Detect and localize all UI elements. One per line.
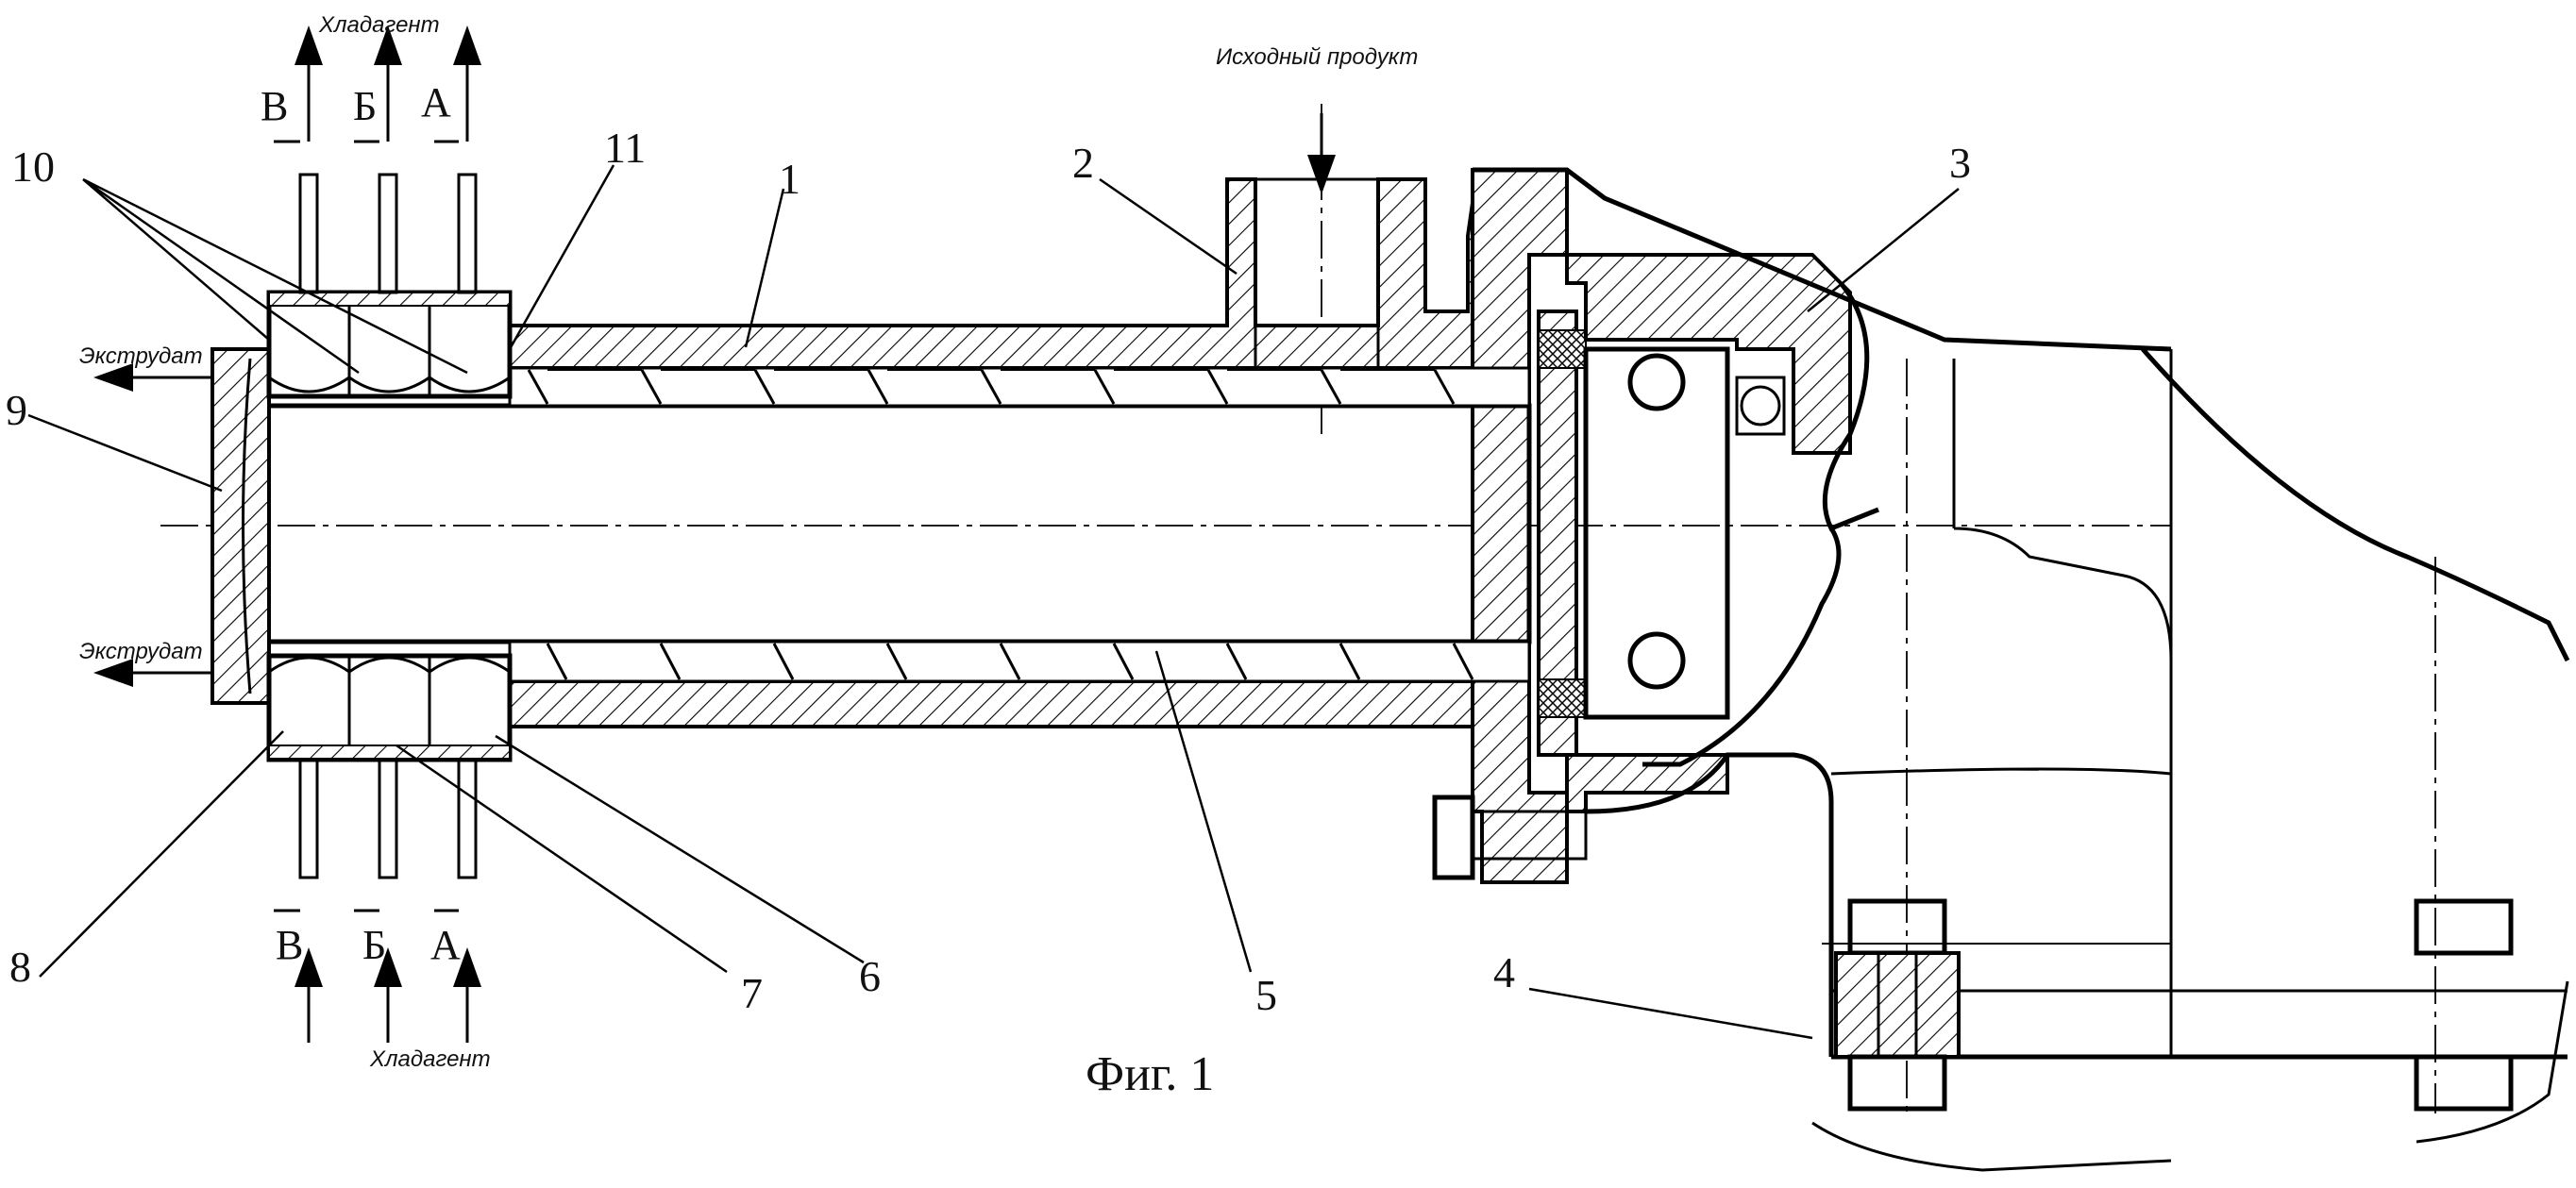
mounting-bolts — [1435, 797, 2511, 1109]
part-label-10: 10 — [11, 142, 55, 191]
section-mark-bottom-b: Б — [362, 922, 386, 968]
coolant-label-bottom: Хладагент — [369, 1046, 491, 1072]
cooling-chambers-top — [269, 293, 510, 396]
feed-label: Исходный продукт — [1216, 44, 1418, 70]
section-mark-top-v: В — [261, 83, 288, 129]
cooling-chambers-bottom — [269, 656, 510, 760]
section-mark-bottom-v: В — [276, 922, 303, 968]
extrudate-label-top: Экструдат — [79, 343, 203, 369]
part-label-4: 4 — [1493, 948, 1515, 996]
screw-flights-top — [510, 368, 1529, 406]
figure-caption: Фиг. 1 — [1086, 1047, 1214, 1101]
die-plate — [212, 349, 269, 703]
part-label-3: 3 — [1949, 139, 1971, 187]
screw-flights-bottom — [510, 642, 1529, 681]
extrudate-label-bottom: Экструдат — [79, 639, 203, 664]
part-label-5: 5 — [1255, 971, 1277, 1019]
screw-shaft — [264, 406, 1529, 642]
coolant-arrows-bottom — [309, 967, 467, 1043]
coolant-pipes-top — [300, 175, 476, 293]
part-label-2: 2 — [1072, 139, 1094, 187]
part-label-8: 8 — [9, 943, 31, 991]
part-label-7: 7 — [741, 969, 763, 1017]
part-label-9: 9 — [6, 386, 27, 434]
part-label-11: 11 — [604, 124, 646, 172]
part-label-6: 6 — [859, 952, 881, 1000]
part-label-1: 1 — [779, 155, 800, 203]
section-mark-top-a: А — [421, 79, 451, 125]
bearing-assembly — [1539, 255, 1850, 812]
coolant-pipes-bottom — [300, 760, 476, 878]
section-mark-bottom-a: А — [430, 922, 461, 968]
coolant-label-top: Хладагент — [318, 12, 440, 38]
section-mark-top-b: Б — [353, 83, 377, 129]
